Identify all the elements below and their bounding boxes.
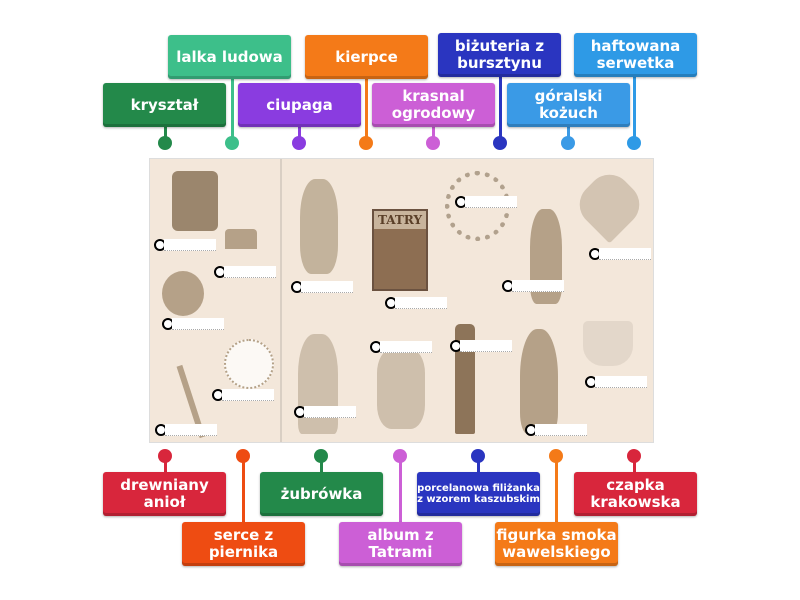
connector-line (633, 73, 636, 143)
answer-slot[interactable] (450, 340, 512, 352)
shoes-image (377, 349, 425, 429)
answer-slot[interactable] (589, 248, 651, 260)
hat-image (225, 229, 257, 249)
connector-line (320, 456, 323, 476)
cup-image (583, 321, 633, 366)
drop-target-dot[interactable] (359, 136, 373, 150)
answer-slot[interactable] (455, 196, 517, 208)
answer-slot[interactable] (385, 297, 447, 309)
drop-target-dot[interactable] (292, 136, 306, 150)
label-zubrowka[interactable]: żubrówka (260, 472, 383, 516)
connector-line (567, 123, 570, 143)
book-title: TATRY (374, 211, 426, 229)
answer-slot[interactable] (370, 341, 432, 353)
answer-slot[interactable] (155, 424, 217, 436)
drop-target-dot[interactable] (627, 136, 641, 150)
connector-line (164, 123, 167, 143)
slot-box (164, 239, 216, 251)
slot-box (222, 389, 274, 401)
label-kryszta[interactable]: kryształ (103, 83, 226, 127)
angel-image (298, 334, 338, 434)
label-porcelanowa-filizanka-z-wzorem-kaszubskim[interactable]: porcelanowa filiżanka z wzorem kaszubski… (417, 472, 540, 516)
drop-target-dot[interactable] (549, 449, 563, 463)
connector-line (555, 456, 558, 526)
connector-line (399, 456, 402, 526)
drop-target-dot[interactable] (314, 449, 328, 463)
vest-image (172, 171, 218, 231)
label-bizuteria-z-bursztynu[interactable]: biżuteria z bursztynu (438, 33, 561, 77)
slot-box (224, 266, 276, 278)
drop-target-dot[interactable] (393, 449, 407, 463)
dragon-image (162, 271, 204, 316)
slot-box (512, 280, 564, 292)
label-goralski-kozuch[interactable]: góralski kożuch (507, 83, 630, 127)
answer-slot[interactable] (214, 266, 276, 278)
drop-target-dot[interactable] (158, 449, 172, 463)
divider (280, 159, 282, 442)
label-serce-z-piernika[interactable]: serce z piernika (182, 522, 305, 566)
label-figurka-smoka-wawelskiego[interactable]: figurka smoka wawelskiego (495, 522, 618, 566)
drop-target-dot[interactable] (493, 136, 507, 150)
label-drewniany-anio[interactable]: drewniany anioł (103, 472, 226, 516)
answer-slot[interactable] (502, 280, 564, 292)
answer-slot[interactable] (294, 406, 356, 418)
slot-box (595, 376, 647, 388)
label-czapka-krakowska[interactable]: czapka krakowska (574, 472, 697, 516)
connector-line (298, 123, 301, 143)
answer-slot[interactable] (525, 424, 587, 436)
slot-box (465, 196, 517, 208)
drop-target-dot[interactable] (158, 136, 172, 150)
slot-box (165, 424, 217, 436)
slot-box (301, 281, 353, 293)
crystal-carafe-image (300, 179, 338, 274)
connector-line (432, 123, 435, 143)
label-lalka-ludowa[interactable]: lalka ludowa (168, 35, 291, 79)
slot-box (395, 297, 447, 309)
connector-line (633, 456, 636, 476)
answer-slot[interactable] (585, 376, 647, 388)
answer-slot[interactable] (212, 389, 274, 401)
label-album-z-tatrami[interactable]: album z Tatrami (339, 522, 462, 566)
gnome-image (520, 329, 558, 434)
answer-slot[interactable] (162, 318, 224, 330)
connector-line (477, 456, 480, 476)
connector-line (365, 75, 368, 143)
album-image: TATRY (372, 209, 428, 291)
drop-target-dot[interactable] (236, 449, 250, 463)
connector-line (231, 75, 234, 143)
label-haftowana-serwetka[interactable]: haftowana serwetka (574, 33, 697, 77)
slot-box (535, 424, 587, 436)
answer-slot[interactable] (291, 281, 353, 293)
drop-target-dot[interactable] (561, 136, 575, 150)
connector-line (242, 456, 245, 526)
drop-target-dot[interactable] (471, 449, 485, 463)
slot-box (460, 340, 512, 352)
label-krasnal-ogrodowy[interactable]: krasnal ogrodowy (372, 83, 495, 127)
slot-box (304, 406, 356, 418)
connector-line (164, 456, 167, 476)
label-kierpce[interactable]: kierpce (305, 35, 428, 79)
heart-napkin-image (570, 165, 649, 244)
slot-box (380, 341, 432, 353)
connector-line (499, 73, 502, 143)
gingerbread-plate-image (224, 339, 274, 389)
slot-box (172, 318, 224, 330)
label-ciupaga[interactable]: ciupaga (238, 83, 361, 127)
drop-target-dot[interactable] (426, 136, 440, 150)
drop-target-dot[interactable] (225, 136, 239, 150)
answer-slot[interactable] (154, 239, 216, 251)
slot-box (599, 248, 651, 260)
drop-target-dot[interactable] (627, 449, 641, 463)
